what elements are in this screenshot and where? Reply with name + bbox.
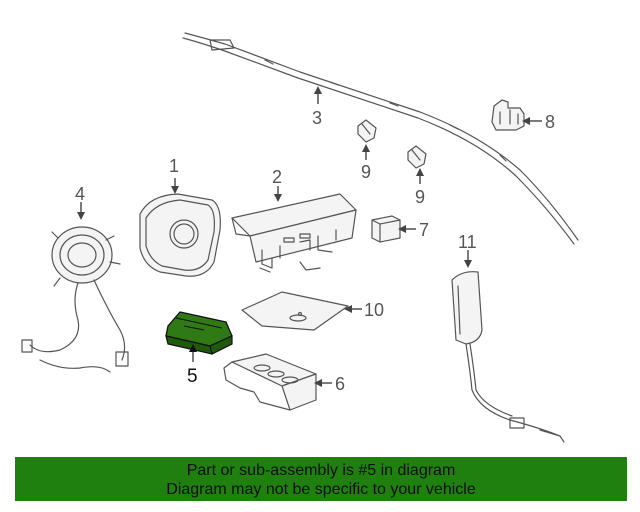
part-3-curtain-airbag[interactable] xyxy=(182,32,579,245)
callout-11: 11 xyxy=(458,232,477,252)
callout-9b: 9 xyxy=(415,187,425,207)
callout-8: 8 xyxy=(545,112,555,132)
callout-6: 6 xyxy=(335,374,345,394)
part-10-sensor-mat[interactable] xyxy=(241,291,362,331)
banner-line-2: Diagram may not be specific to your vehi… xyxy=(166,481,476,498)
part-5-sensing-module[interactable] xyxy=(165,311,233,362)
callout-3: 3 xyxy=(312,108,322,128)
part-7-connector[interactable] xyxy=(371,215,416,243)
banner-line-1: Part or sub-assembly is #5 in diagram xyxy=(186,462,456,479)
part-9-clip-b[interactable] xyxy=(407,145,427,184)
parts-diagram: 3 8 9 9 1 xyxy=(21,32,579,443)
callout-10: 10 xyxy=(364,300,384,320)
callout-2: 2 xyxy=(272,167,282,187)
part-6-module-bracket[interactable] xyxy=(223,353,332,411)
part-8-bracket[interactable] xyxy=(491,99,542,131)
info-banner: Part or sub-assembly is #5 in diagram Di… xyxy=(15,457,627,501)
callout-4: 4 xyxy=(75,184,85,204)
part-11-side-airbag[interactable] xyxy=(451,250,565,443)
callout-7: 7 xyxy=(419,220,429,240)
callout-1: 1 xyxy=(169,156,179,176)
callout-5: 5 xyxy=(187,366,198,387)
part-4-clock-spring[interactable] xyxy=(21,202,129,373)
part-1-driver-airbag[interactable] xyxy=(139,178,221,277)
part-9-clip-a[interactable] xyxy=(357,119,377,160)
part-2-passenger-airbag[interactable] xyxy=(231,186,357,273)
callout-9a: 9 xyxy=(361,162,371,182)
